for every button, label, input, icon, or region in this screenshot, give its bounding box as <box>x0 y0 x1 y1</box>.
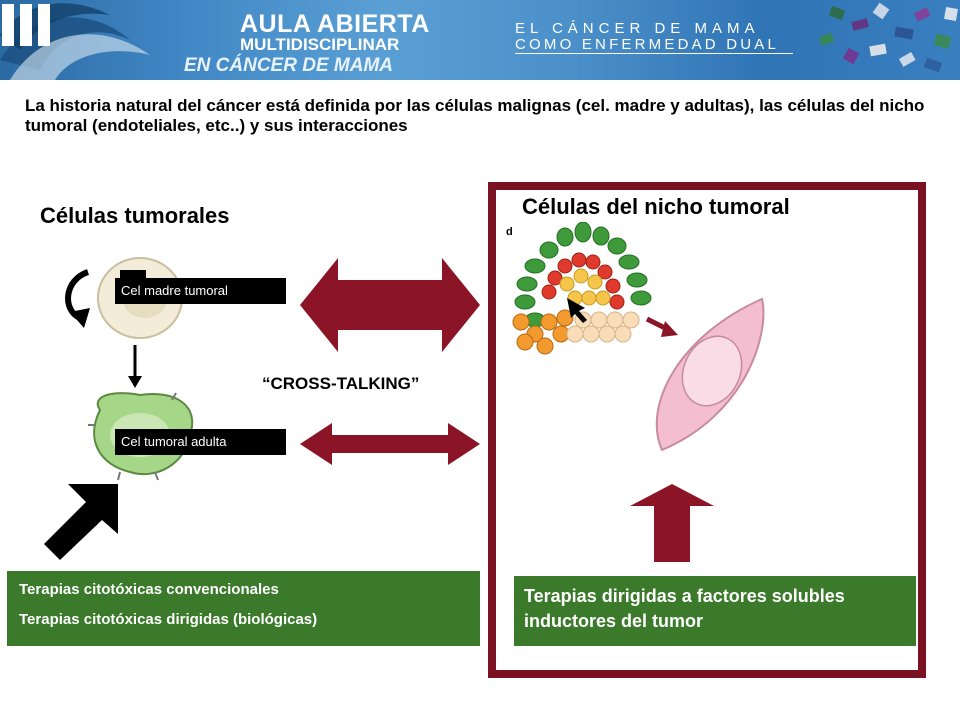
header-banner: AULA ABIERTA MULTIDISCIPLINAR EN CÁNCER … <box>0 0 960 80</box>
niche-frame <box>488 182 926 678</box>
adult-cell-label: Cel tumoral adulta <box>115 429 286 455</box>
therapy-biological: Terapias citotóxicas dirigidas (biológic… <box>19 611 318 628</box>
cross-talking-label: “CROSS-TALKING” <box>262 374 420 393</box>
intro-text: La historia natural del cáncer está defi… <box>25 96 925 135</box>
cytotoxic-therapies-box: Terapias citotóxicas convencionales Tera… <box>7 571 480 646</box>
double-arrow-upper-icon <box>300 258 480 352</box>
header-divider <box>515 53 793 54</box>
header-decoration <box>0 2 958 80</box>
stem-cell-label: Cel madre tumoral <box>115 278 286 304</box>
tumor-cells-heading: Células tumorales <box>40 203 230 228</box>
down-arrow-icon <box>128 345 142 388</box>
niche-cells-heading: Células del nicho tumoral <box>522 194 790 219</box>
targeted-therapy-box: Terapias dirigidas a factores solubles i… <box>514 576 916 646</box>
logo-tagline: EN CÁNCER DE MAMA <box>184 55 393 76</box>
small-red-arrow-icon <box>645 316 678 337</box>
therapy-conventional: Terapias citotóxicas convencionales <box>19 581 279 598</box>
fibroblast-cell-illustration <box>655 297 765 452</box>
logo-icon <box>2 4 50 46</box>
logo-title: AULA ABIERTA <box>240 10 430 38</box>
therapy-target-arrow-icon <box>44 484 118 560</box>
self-renewal-arrow-icon <box>65 269 90 328</box>
header-subtitle-line1: EL CÁNCER DE MAMA <box>515 20 760 37</box>
niche-cluster-illustration <box>512 222 652 355</box>
header-subtitle-line2: COMO ENFERMEDAD DUAL <box>515 36 780 53</box>
double-arrow-lower-icon <box>300 423 480 465</box>
figure-panel-letter: d <box>506 226 513 238</box>
up-arrow-icon <box>630 484 714 562</box>
logo-subtitle: MULTIDISCIPLINAR <box>240 35 400 54</box>
